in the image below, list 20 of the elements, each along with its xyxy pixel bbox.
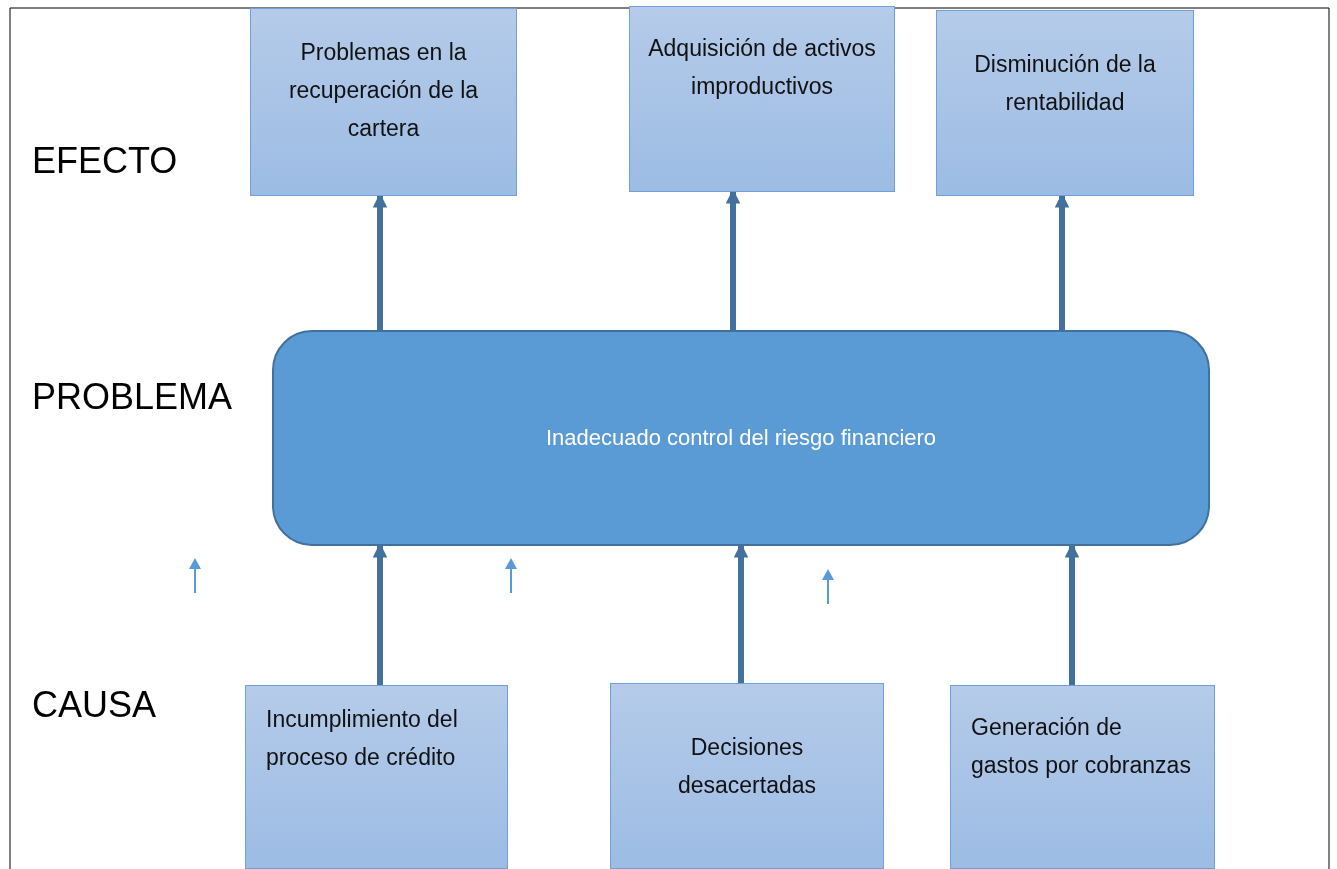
node-text: Inadecuado control del riesgo financiero <box>545 424 937 452</box>
node-text: Adquisición de activos improductivos <box>648 34 876 101</box>
node-text: Decisiones desacertadas <box>676 733 818 800</box>
cause-box <box>950 685 1215 869</box>
effect-box <box>250 8 517 196</box>
effect-box <box>936 10 1194 196</box>
node-text: Problemas en la recuperación de la cartera <box>287 38 480 143</box>
cause-box <box>610 683 884 869</box>
node-text: Incumplimiento del proceso de crédito <box>266 705 459 772</box>
effect-box <box>629 6 895 192</box>
cause-box <box>245 685 508 869</box>
row-label: CAUSA <box>32 684 157 726</box>
arrow <box>372 543 388 685</box>
node-text: Generación de gastos por cobranzas <box>971 713 1192 780</box>
row-label: EFECTO <box>32 140 178 182</box>
arrow <box>733 543 749 683</box>
row-label: PROBLEMA <box>32 376 233 418</box>
node-text: Disminución de la rentabilidad <box>973 50 1157 117</box>
problem-box <box>272 330 1210 546</box>
arrow <box>1064 543 1080 685</box>
